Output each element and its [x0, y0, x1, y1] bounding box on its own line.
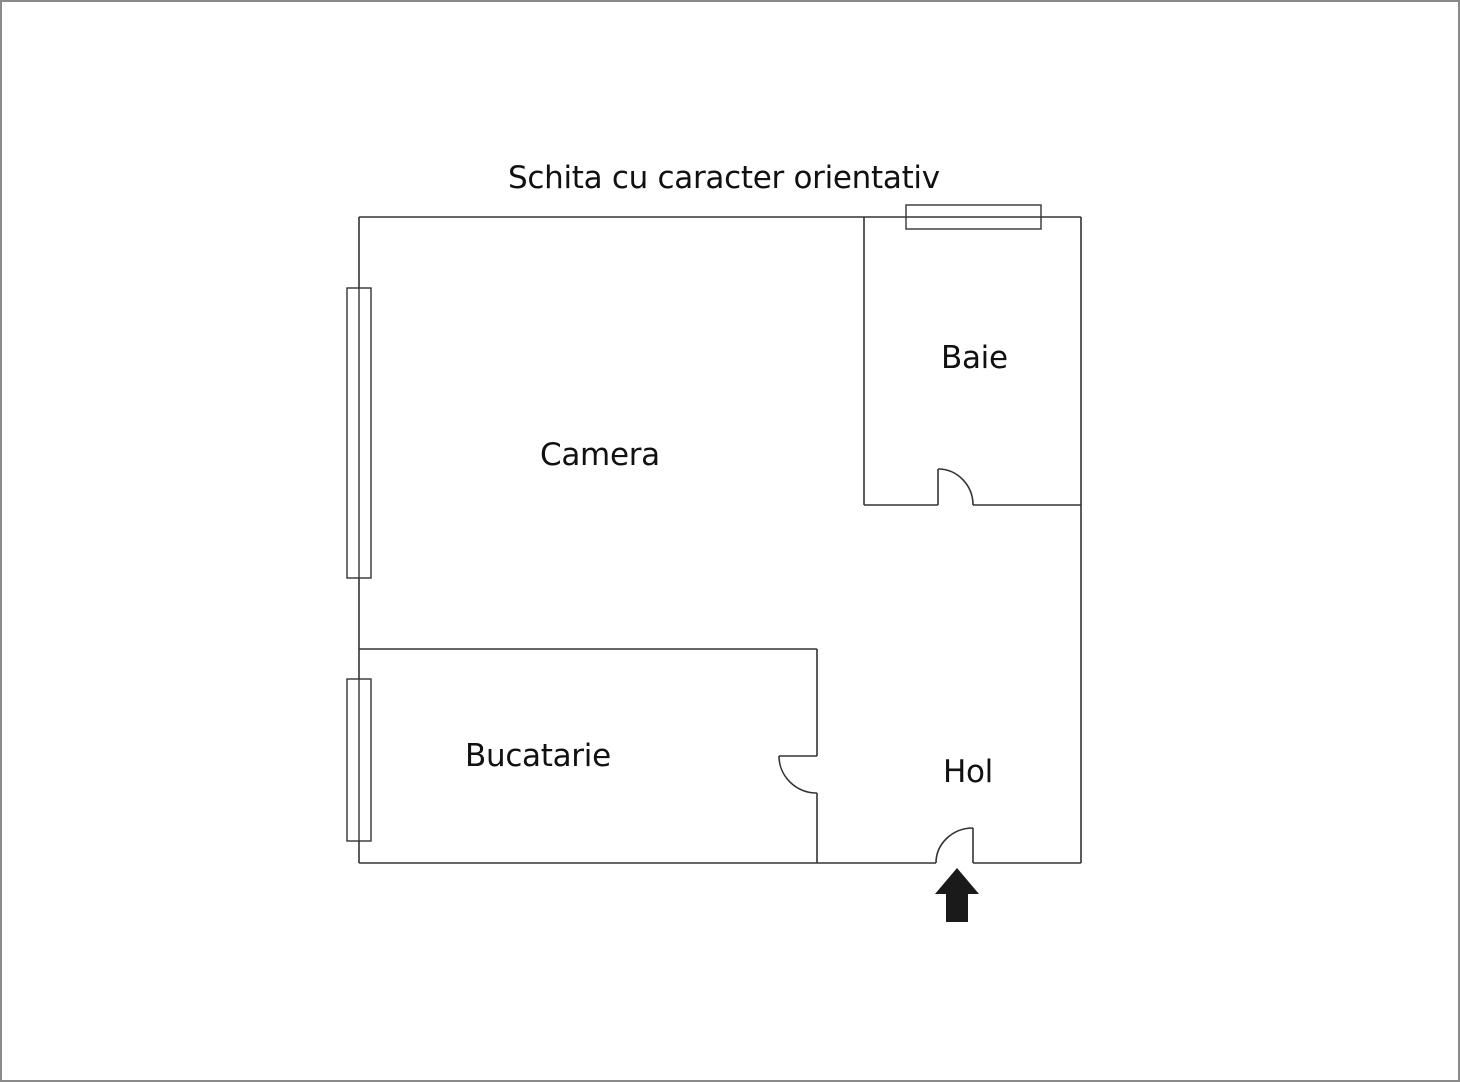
- baie-door-swing: [937, 468, 974, 506]
- entrance-arrow-icon: [935, 868, 979, 922]
- room-label-bucatarie: Bucatarie: [465, 738, 611, 774]
- room-label-baie: Baie: [941, 340, 1008, 376]
- plan-title: Schita cu caracter orientativ: [508, 160, 940, 196]
- entrance-door-swing: [935, 827, 974, 864]
- room-label-hol: Hol: [943, 754, 993, 790]
- room-label-camera: Camera: [540, 437, 660, 473]
- bucatarie-door-swing: [778, 755, 818, 794]
